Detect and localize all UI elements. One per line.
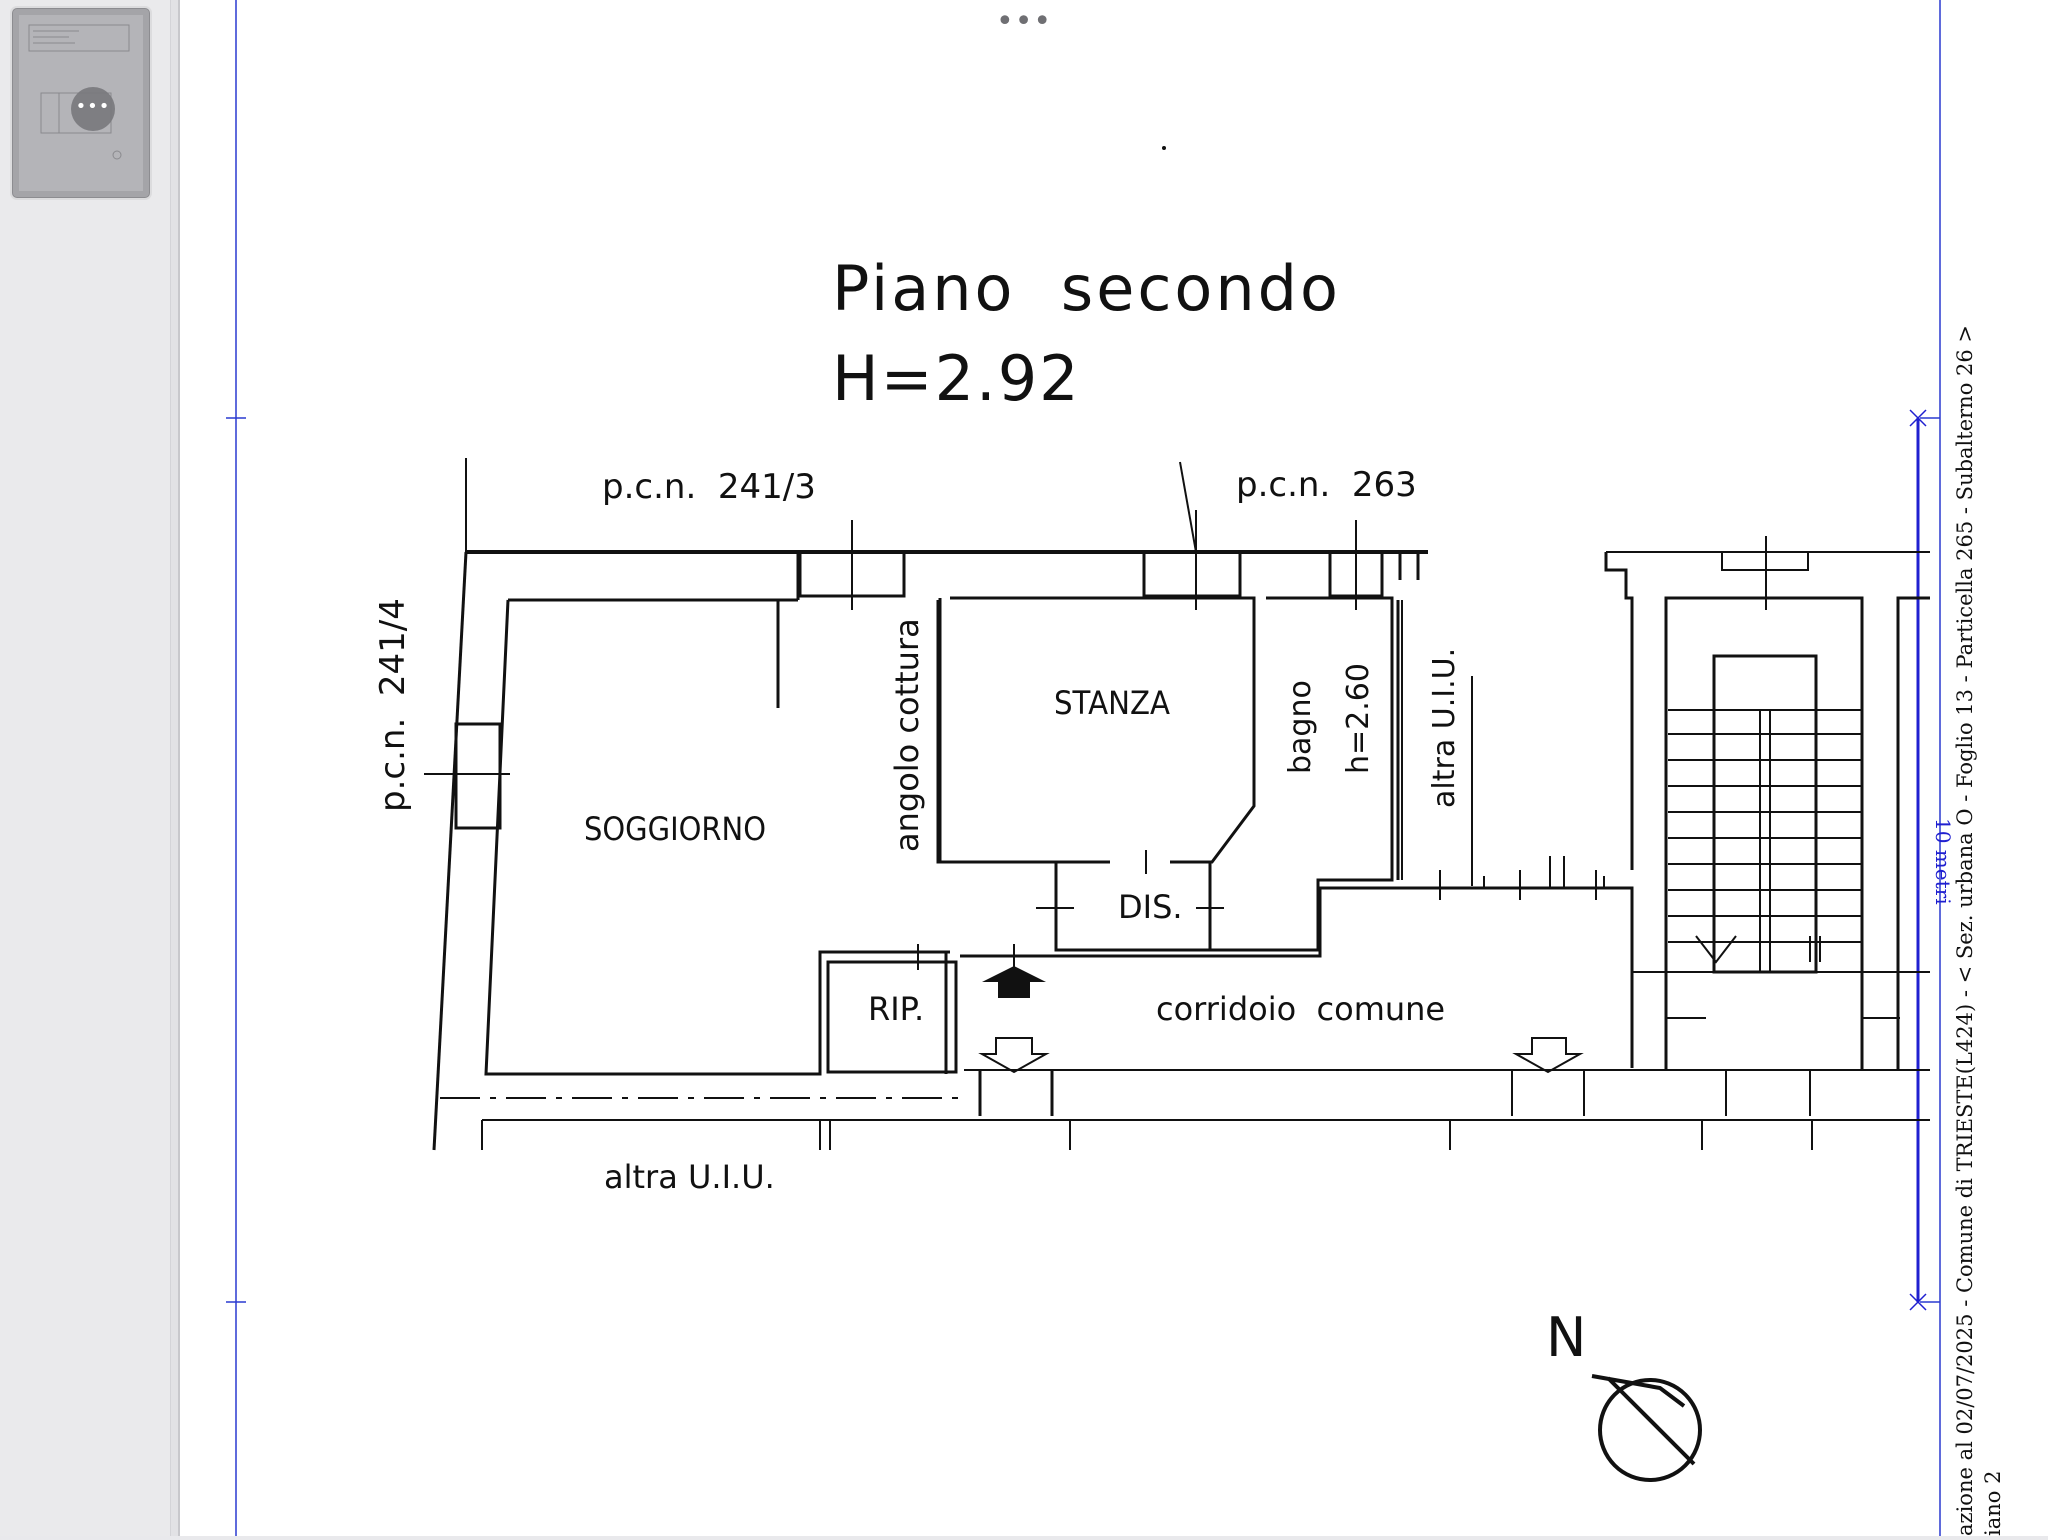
room-label-soggiorno: SOGGIORNO [584,810,766,848]
cadastral-reference-text: azione al 02/07/2025 - Comune di TRIESTE… [1953,325,1977,1536]
door-arrow-icons [978,1037,1584,1074]
page-edge [178,0,180,1536]
room-label-dis: DIS. [1118,888,1183,926]
thumbnail-sidebar: ••• [0,0,171,1536]
thumbnail-more-button[interactable]: ••• [71,87,115,131]
label-altra-uiu-bottom: altra U.I.U. [604,1158,775,1196]
room-label-angolo-cottura: angolo cottura [888,618,926,852]
room-label-bagno-height: h=2.60 [1341,663,1376,774]
label-pcn-241-4: p.c.n. 241/4 [373,598,413,812]
staircase-treads [1668,709,1862,972]
page-thumbnail[interactable]: ••• [12,8,150,198]
entrance-arrow-icon [982,966,1046,998]
room-label-bagno: bagno [1283,680,1318,774]
scale-label: 10 metri [1931,818,1955,905]
room-label-corridoio: corridoio comune [1156,990,1445,1028]
room-label-stanza: STANZA [1054,684,1170,722]
plan-height-label: H=2.92 [832,342,1081,415]
scale-bar [1909,409,1927,1311]
drag-handle[interactable]: ••• [996,4,1053,39]
label-pcn-241-3: p.c.n. 241/3 [602,467,816,507]
north-label: N [1546,1306,1586,1369]
floor-plan-walls [424,458,1930,1151]
stray-dot [1162,146,1166,150]
plan-title: Piano secondo [832,252,1341,325]
label-pcn-263: p.c.n. 263 [1236,465,1417,505]
document-page: 10 metri Piano secondo H=2.92 [178,0,2048,1536]
north-arrow-icon [1591,1374,1702,1482]
label-altra-uiu-vertical: altra U.I.U. [1427,648,1462,808]
sidebar-gutter [171,0,178,1536]
floor-plan-drawing: 10 metri Piano secondo H=2.92 [226,0,2005,1536]
cadastral-floor-text: iano 2 [1981,1471,2005,1536]
sheet-frame [226,0,1941,1536]
room-label-rip: RIP. [868,990,924,1028]
